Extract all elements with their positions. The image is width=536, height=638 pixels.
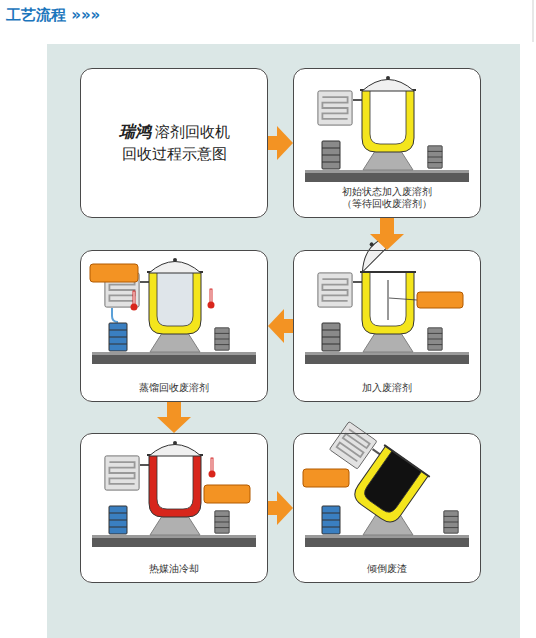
callout-tag bbox=[204, 485, 250, 503]
probe bbox=[388, 280, 389, 320]
background-panel bbox=[47, 44, 520, 638]
pot-lid bbox=[149, 258, 201, 273]
thermometer bbox=[131, 291, 138, 311]
arrow-head bbox=[277, 126, 293, 160]
condenser bbox=[329, 421, 377, 469]
flow-arrow bbox=[268, 491, 293, 525]
page-heading: 工艺流程 »»» bbox=[6, 6, 100, 25]
barrel bbox=[322, 506, 340, 534]
barrel bbox=[109, 506, 127, 534]
arrow-head bbox=[370, 234, 404, 250]
flow-arrow bbox=[370, 218, 404, 250]
pot-lid bbox=[362, 76, 414, 91]
condenser bbox=[318, 91, 352, 125]
arrow-shaft bbox=[268, 501, 278, 515]
box-ground bbox=[80, 250, 268, 402]
arrow-head bbox=[268, 309, 284, 343]
step-box: 倾倒废渣 bbox=[293, 433, 481, 583]
thermometer bbox=[208, 289, 215, 309]
barrel bbox=[215, 328, 229, 350]
arrow-shaft bbox=[283, 319, 293, 333]
box-ground bbox=[293, 433, 481, 583]
still-pot bbox=[348, 445, 429, 528]
flow-arrow bbox=[268, 309, 293, 343]
callout-tag bbox=[303, 469, 349, 487]
barrel bbox=[215, 511, 229, 533]
callout-tag bbox=[90, 264, 138, 282]
step-caption: 热媒油冷却 bbox=[149, 563, 199, 575]
thermometer bbox=[209, 458, 216, 478]
arrow-shaft bbox=[380, 218, 394, 235]
distillate-pipe bbox=[112, 308, 118, 322]
barrel bbox=[444, 511, 458, 533]
callout-tag bbox=[417, 292, 463, 308]
box-ground bbox=[80, 433, 268, 583]
flow-arrow bbox=[268, 126, 293, 160]
machine-adding bbox=[305, 225, 469, 364]
step-box: 初始状态加入废溶剂 （等待回收废溶剂） bbox=[293, 68, 481, 218]
arrow-head bbox=[277, 491, 293, 525]
step-caption: 初始状态加入废溶剂 （等待回收废溶剂） bbox=[337, 186, 437, 210]
still-pot bbox=[147, 272, 203, 334]
condenser bbox=[105, 456, 139, 490]
step-caption: 蒸馏回收废溶剂 bbox=[139, 382, 209, 394]
barrel bbox=[109, 323, 127, 351]
box-ground bbox=[293, 68, 481, 218]
leader-line bbox=[389, 298, 417, 300]
arrow-shaft bbox=[167, 402, 181, 418]
step-box: 加入废溶剂 bbox=[293, 250, 481, 402]
barrel bbox=[428, 146, 442, 168]
still-pot bbox=[360, 272, 416, 334]
machine-cooling bbox=[92, 441, 256, 547]
still-pot bbox=[360, 90, 416, 152]
machine-initial bbox=[305, 76, 469, 182]
machine-distilling bbox=[90, 258, 256, 364]
barrel bbox=[428, 328, 442, 350]
box-ground bbox=[293, 250, 481, 402]
pot-lid bbox=[149, 441, 201, 456]
arrow-head bbox=[157, 417, 191, 433]
step-caption: 倾倒废渣 bbox=[367, 563, 407, 575]
step-caption: 加入废溶剂 bbox=[362, 382, 412, 394]
condenser bbox=[318, 273, 352, 307]
step-box: 热媒油冷却 bbox=[80, 433, 268, 583]
barrel bbox=[322, 323, 340, 351]
flow-arrow bbox=[157, 402, 191, 433]
barrel bbox=[322, 141, 340, 169]
machine-dumping bbox=[303, 421, 469, 547]
title-box: 瑞鸿溶剂回收机 回收过程示意图 bbox=[80, 68, 268, 218]
pipe bbox=[373, 449, 381, 455]
arrow-shaft bbox=[268, 136, 278, 150]
brand-name: 瑞鸿 bbox=[119, 122, 151, 141]
still-pot bbox=[147, 455, 203, 517]
page-rule bbox=[533, 0, 534, 42]
step-box: 蒸馏回收废溶剂 bbox=[80, 250, 268, 402]
box-ground bbox=[80, 68, 268, 218]
